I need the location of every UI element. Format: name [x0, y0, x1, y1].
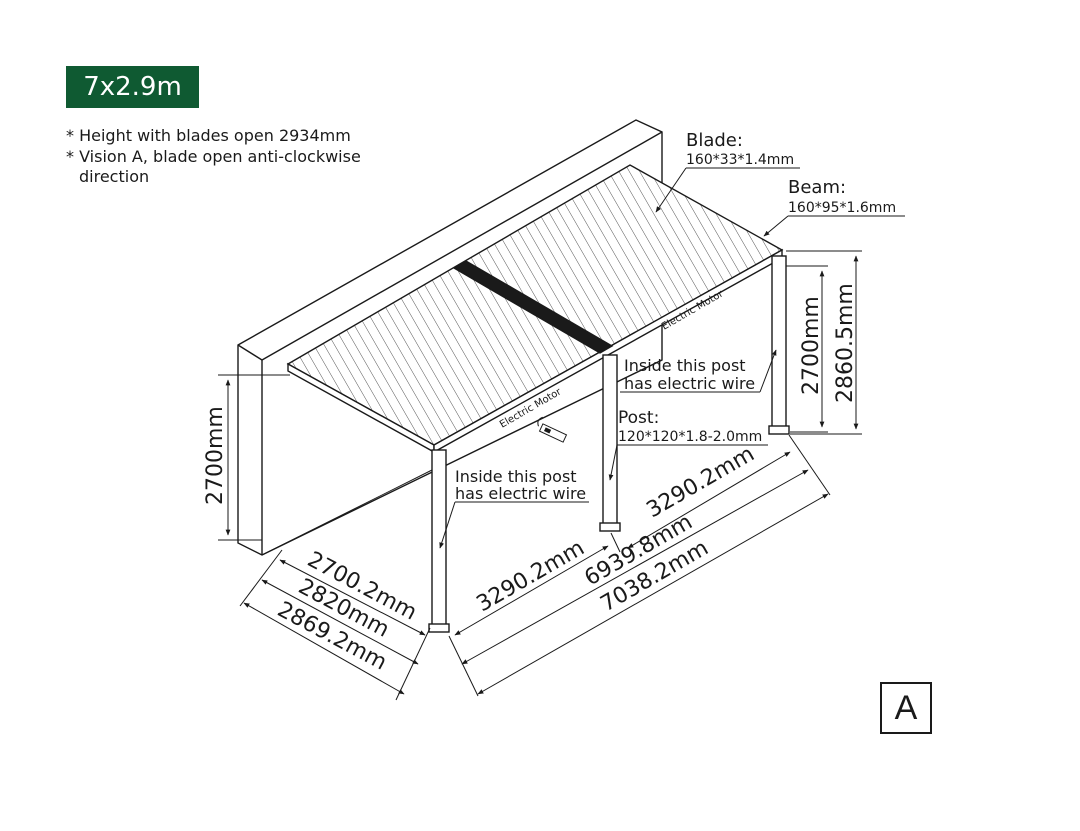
post-front-middle	[602, 354, 618, 526]
dim-height-left: 2700mm	[203, 406, 228, 505]
wire-note-right-2: has electric wire	[624, 374, 755, 393]
blade-title: Blade:	[686, 130, 743, 151]
view-label: A	[880, 682, 932, 734]
roof	[286, 164, 784, 454]
beam-spec: 160*95*1.6mm	[788, 200, 896, 216]
wire-note-left-2: has electric wire	[455, 484, 586, 503]
beam-title: Beam:	[788, 177, 846, 198]
note-vision: * Vision A, blade open anti-clockwise	[66, 146, 361, 166]
post-foot	[428, 623, 450, 633]
size-badge: 7x2.9m	[66, 66, 199, 108]
depth-dims	[239, 549, 431, 701]
post-back-right	[771, 255, 787, 429]
post-foot	[768, 425, 790, 435]
blade-spec: 160*33*1.4mm	[686, 152, 794, 168]
dim-height-right-outer: 2860.5mm	[833, 283, 858, 403]
wire-note-right-1: Inside this post	[624, 356, 746, 375]
remote-control-icon	[537, 416, 568, 443]
length-dims	[448, 434, 831, 697]
post-foot	[599, 522, 621, 532]
post-spec: 120*120*1.8-2.0mm	[618, 429, 762, 445]
dim-span-front-left: 3290.2mm	[473, 536, 589, 618]
notes: * Height with blades open 2934mm * Visio…	[66, 126, 361, 188]
post-title: Post:	[618, 408, 659, 428]
post-front-left	[431, 449, 447, 627]
dim-span-back-right: 3290.2mm	[643, 442, 759, 524]
note-vision-cont: direction	[79, 167, 150, 186]
height-dims	[218, 250, 862, 541]
dim-height-right-inner: 2700mm	[799, 296, 824, 395]
ground-lines	[261, 469, 433, 556]
note-height: * Height with blades open 2934mm	[66, 126, 351, 145]
